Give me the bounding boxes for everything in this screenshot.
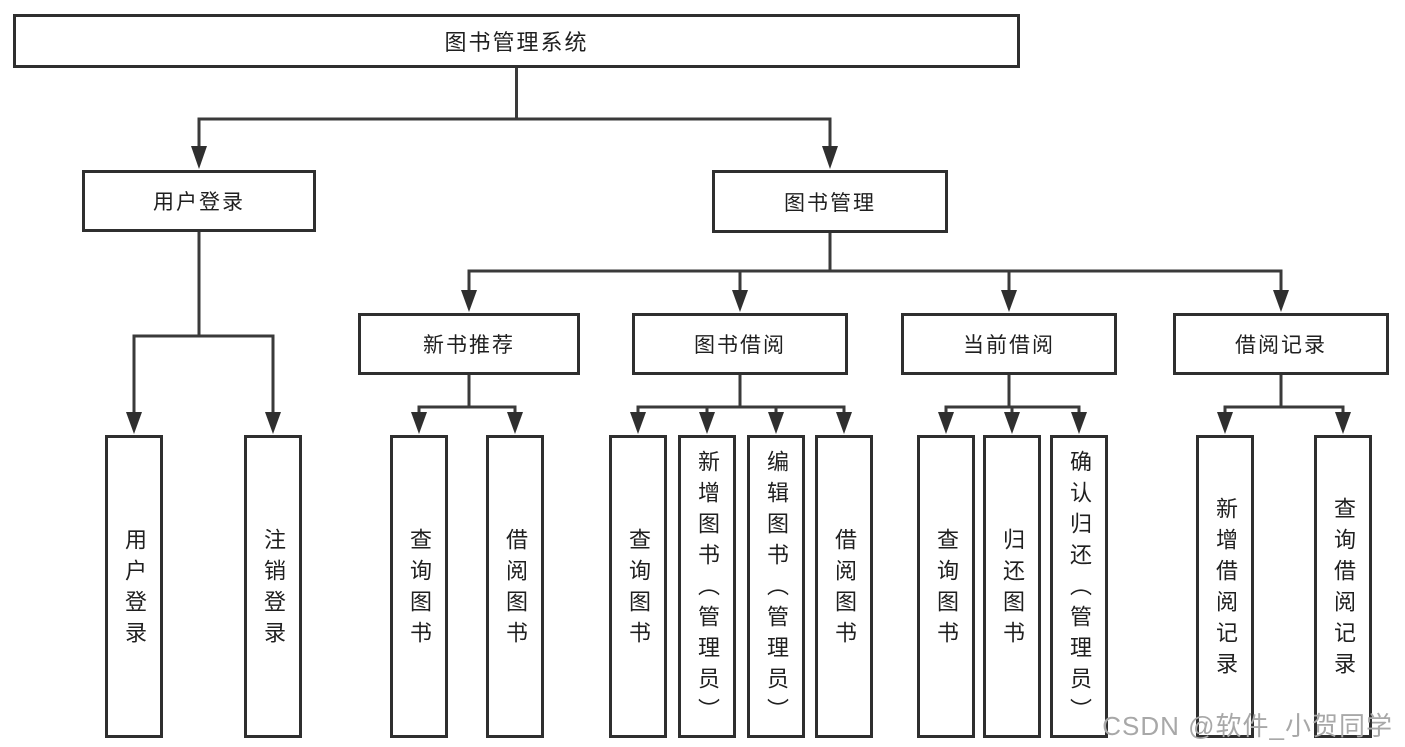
leaf-query-borrow-record: 查询借阅记录: [1314, 435, 1372, 738]
leaf-borrow-books: 借阅图书: [815, 435, 873, 738]
leaf-confirm-return-admin: 确认归还（管理员）: [1050, 435, 1108, 738]
node-library-system: 图书管理系统: [13, 14, 1020, 68]
leaf-edit-books-admin: 编辑图书（管理员）: [747, 435, 805, 738]
leaf-add-books-admin: 新增图书（管理员）: [678, 435, 736, 738]
leaf-user-login: 用户登录: [105, 435, 163, 738]
node-user-login: 用户登录: [82, 170, 316, 232]
leaf-borrow-books-recommend: 借阅图书: [486, 435, 544, 738]
node-borrowing-records: 借阅记录: [1173, 313, 1389, 375]
node-current-borrowing: 当前借阅: [901, 313, 1117, 375]
leaf-logout-login: 注销登录: [244, 435, 302, 738]
node-new-book-recommend: 新书推荐: [358, 313, 580, 375]
leaf-query-books-current: 查询图书: [917, 435, 975, 738]
leaf-query-books-recommend: 查询图书: [390, 435, 448, 738]
leaf-query-books-borrowing: 查询图书: [609, 435, 667, 738]
leaf-return-books: 归还图书: [983, 435, 1041, 738]
node-book-borrowing: 图书借阅: [632, 313, 848, 375]
leaf-add-borrow-record: 新增借阅记录: [1196, 435, 1254, 738]
node-book-management: 图书管理: [712, 170, 948, 233]
csdn-watermark: CSDN @软件_小贺同学: [1102, 711, 1393, 741]
